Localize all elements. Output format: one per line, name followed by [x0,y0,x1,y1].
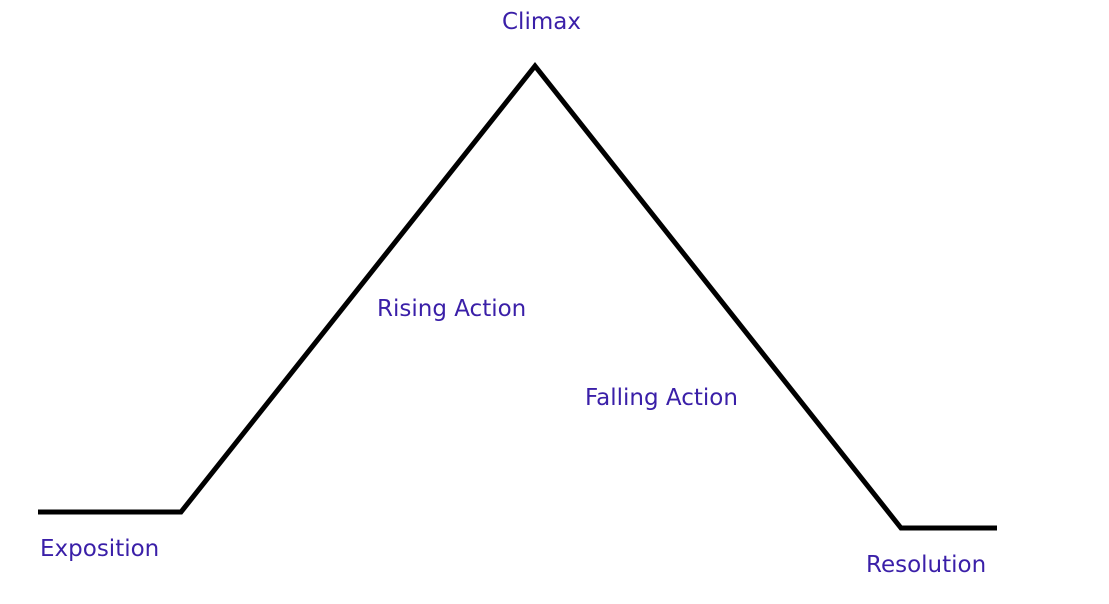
plot-mountain-line [38,61,997,531]
rising-action-label: Rising Action [377,296,527,322]
exposition-label: Exposition [40,536,160,562]
climax-label: Climax [502,9,581,35]
falling-action-label: Falling Action [585,385,738,411]
resolution-label: Resolution [866,552,987,578]
